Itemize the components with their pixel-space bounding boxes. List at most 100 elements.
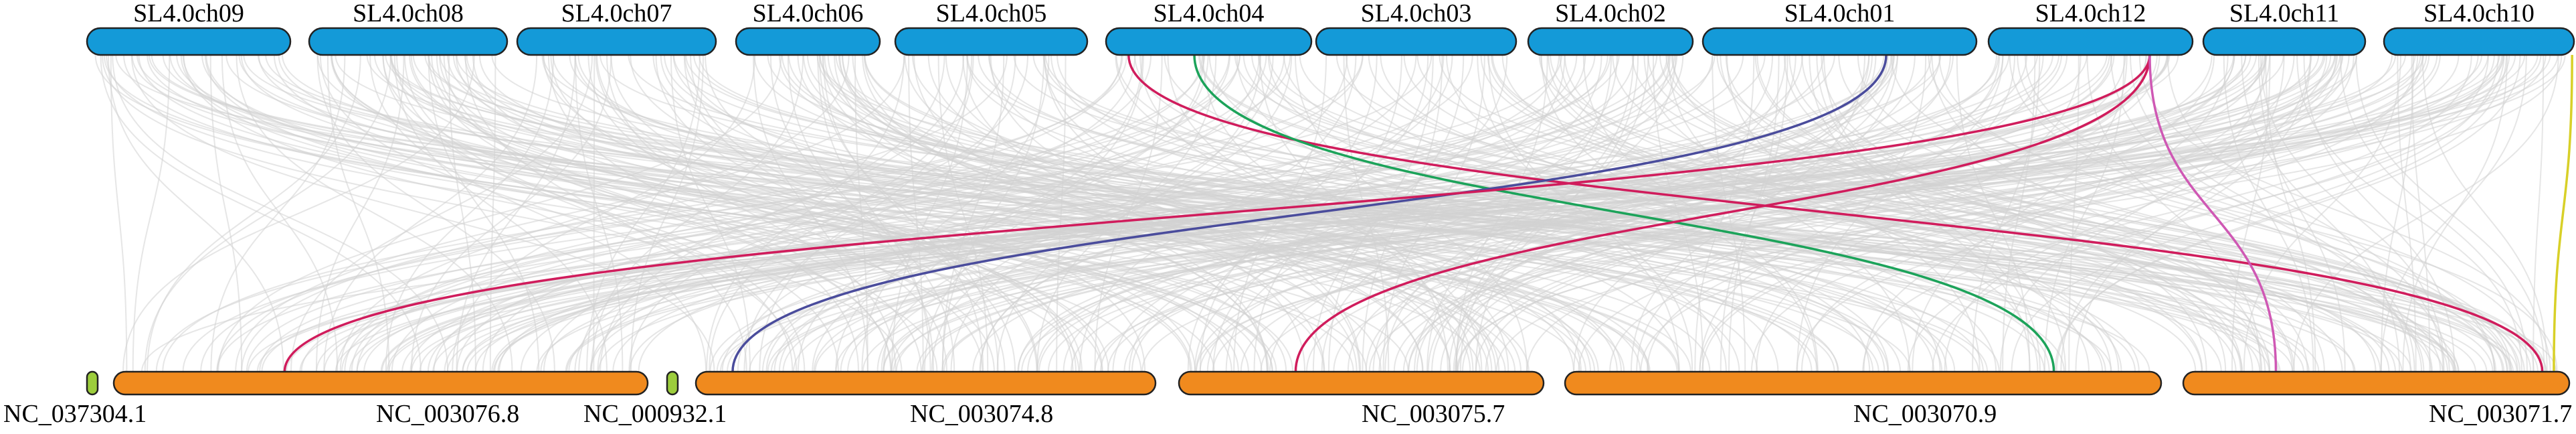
background-link [491,54,2547,372]
background-link [652,54,1382,372]
chromosome-label-NC_003070.9: NC_003070.9 [1853,400,1997,428]
background-link [596,54,1074,372]
chromosome-bar-SL4.0ch03 [1315,27,1517,56]
highlighted-synteny-links [283,54,2573,372]
background-link [1047,54,2268,372]
chromosome-bar-NC_003076.8 [112,370,649,396]
background-link [2011,54,2499,372]
highlight-link-SL4.0ch12-NC_003076.8 [283,54,2151,372]
chromosome-label-SL4.0ch05: SL4.0ch05 [936,0,1047,27]
background-link [672,54,1649,372]
highlight-link-SL4.0ch12-NC_003071.7 [2148,54,2278,372]
chromosome-bar-NC_003070.9 [1564,370,2163,396]
chromosome-label-SL4.0ch06: SL4.0ch06 [753,0,864,27]
background-link [1783,54,2227,372]
background-link [737,54,1260,372]
background-link [452,54,756,372]
chromosome-label-SL4.0ch08: SL4.0ch08 [353,0,464,27]
background-link [424,54,2403,372]
background-link [456,54,576,372]
background-link [2258,54,2346,372]
background-link [863,54,1500,372]
chromosome-label-SL4.0ch10: SL4.0ch10 [2423,0,2535,27]
background-link [2110,54,2411,372]
background-link [834,54,1268,372]
background-link [290,54,593,372]
background-link [216,54,1562,372]
background-link [1801,54,2271,372]
background-link [428,54,540,372]
background-link [147,54,361,372]
background-link [818,54,999,372]
highlight-link-SL4.0ch04-NC_003070.9 [1193,54,2055,372]
background-link [587,54,947,372]
background-link [1123,54,2147,372]
background-link [204,54,1080,372]
background-link [1659,54,2518,372]
highlight-link-SL4.0ch04-NC_003071.7 [1127,54,2544,372]
background-link [238,54,1835,372]
background-link [2223,54,2314,372]
background-link [323,54,538,372]
background-link [1056,54,1948,372]
background-link [1455,54,1635,372]
background-link [1346,54,1997,372]
background-link [1260,54,2460,372]
background-link [436,54,922,372]
background-link [464,54,1587,372]
chromosome-label-NC_003071.7: NC_003071.7 [2429,400,2572,428]
background-link [344,54,1123,372]
background-link [315,54,405,372]
chromosome-bar-NC_003075.7 [1178,370,1545,396]
highlight-link-SL4.0ch10-NC_003071.7 [2553,54,2573,372]
background-link [1368,54,2243,372]
background-link [978,54,2222,372]
background-link [945,54,1451,372]
background-link [300,54,1716,372]
background-link [385,54,555,372]
background-link [2533,54,2545,372]
background-link [180,54,1142,372]
chromosome-label-NC_003075.7: NC_003075.7 [1362,400,1505,428]
background-link [482,54,1152,372]
background-link [590,54,1766,372]
background-link [1021,54,2341,372]
background-link [765,54,1578,372]
background-link [1416,54,2544,372]
background-link [972,54,1998,372]
background-link [1912,54,2128,372]
background-link [593,54,595,372]
background-link [817,54,931,372]
background-link [1212,54,2430,372]
background-link [1728,54,1780,372]
background-link [330,54,1191,372]
background-link [1578,54,2328,372]
background-link [182,54,1273,372]
background-link [132,54,171,372]
background-link [489,54,496,372]
background-link [2402,54,2508,372]
background-link [628,54,1029,372]
background-link [438,54,1109,372]
background-link [881,54,1348,372]
background-link [543,54,1285,372]
background-link [1305,54,2213,372]
background-link [1647,54,2442,372]
background-link [1956,54,2031,372]
background-link [1202,54,1459,372]
background-link [2002,54,2036,372]
background-link [655,54,1038,372]
chromosome-label-SL4.0ch02: SL4.0ch02 [1555,0,1666,27]
background-link [574,54,1231,372]
background-synteny-links [94,54,2566,372]
background-link [1821,54,2207,372]
background-link [446,54,1530,372]
background-link [2339,54,2528,372]
background-link [382,54,839,372]
chromosome-label-NC_037304.1: NC_037304.1 [3,400,147,428]
background-link [1240,54,2158,372]
background-link [520,54,1608,372]
highlight-link-SL4.0ch12-NC_003075.7 [1294,54,2151,372]
chromosome-bar-SL4.0ch10 [2383,27,2575,56]
background-link [1944,54,2311,372]
